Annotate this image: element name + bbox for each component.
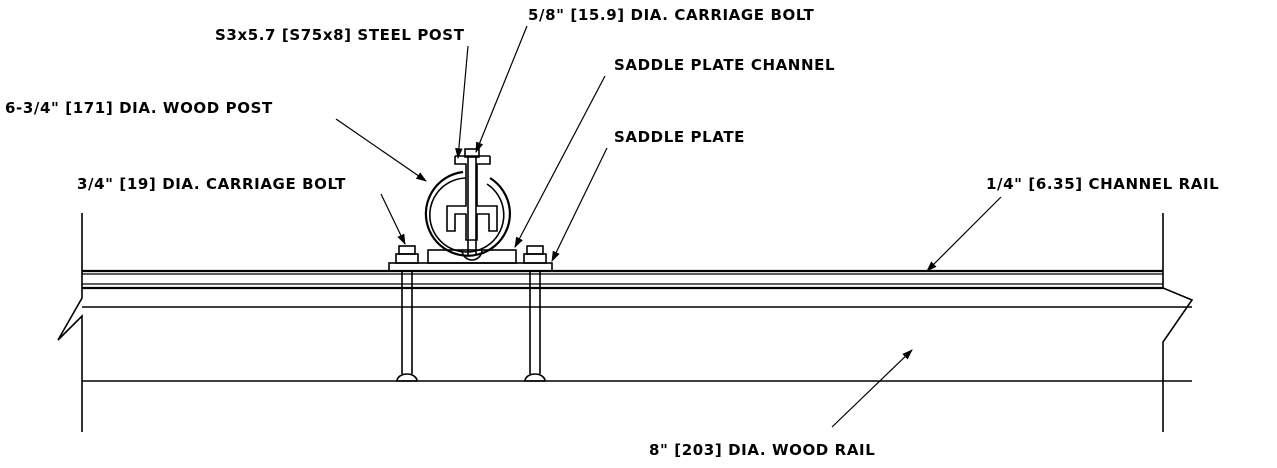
label-steel-post: S3x5.7 [S75x8] STEEL POST: [215, 26, 465, 44]
label-saddle-plate: SADDLE PLATE: [614, 128, 745, 146]
label-channel-rail: 1/4" [6.35] CHANNEL RAIL: [986, 175, 1219, 193]
wood-post: [424, 170, 511, 257]
channel-rail: [82, 269, 1163, 290]
wood-rail: [57, 213, 1194, 432]
leader-wood-rail: [831, 349, 913, 428]
leader-wood-post: [335, 118, 427, 182]
label-wood-post: 6-3/4" [171] DIA. WOOD POST: [5, 99, 273, 117]
leader-channel-rail: [926, 196, 1002, 272]
saddle-plate: [388, 262, 553, 272]
leader-saddle-plate-channel: [514, 75, 606, 248]
label-saddle-plate-channel: SADDLE PLATE CHANNEL: [614, 56, 835, 74]
leader-carriage-bolt-left: [380, 193, 406, 245]
label-post-carriage-bolt: 5/8" [15.9] DIA. CARRIAGE BOLT: [528, 6, 815, 24]
carriage-bolt-left: [395, 245, 419, 382]
leader-lines: [335, 25, 1002, 428]
label-carriage-bolt-large: 3/4" [19] DIA. CARRIAGE BOLT: [77, 175, 346, 193]
leader-saddle-plate: [551, 147, 608, 262]
leader-steel-post: [455, 45, 469, 160]
label-wood-rail: 8" [203] DIA. WOOD RAIL: [649, 441, 875, 459]
leader-post-bolt: [475, 25, 528, 154]
carriage-bolt-right: [523, 245, 547, 382]
steel-post: [446, 155, 498, 241]
